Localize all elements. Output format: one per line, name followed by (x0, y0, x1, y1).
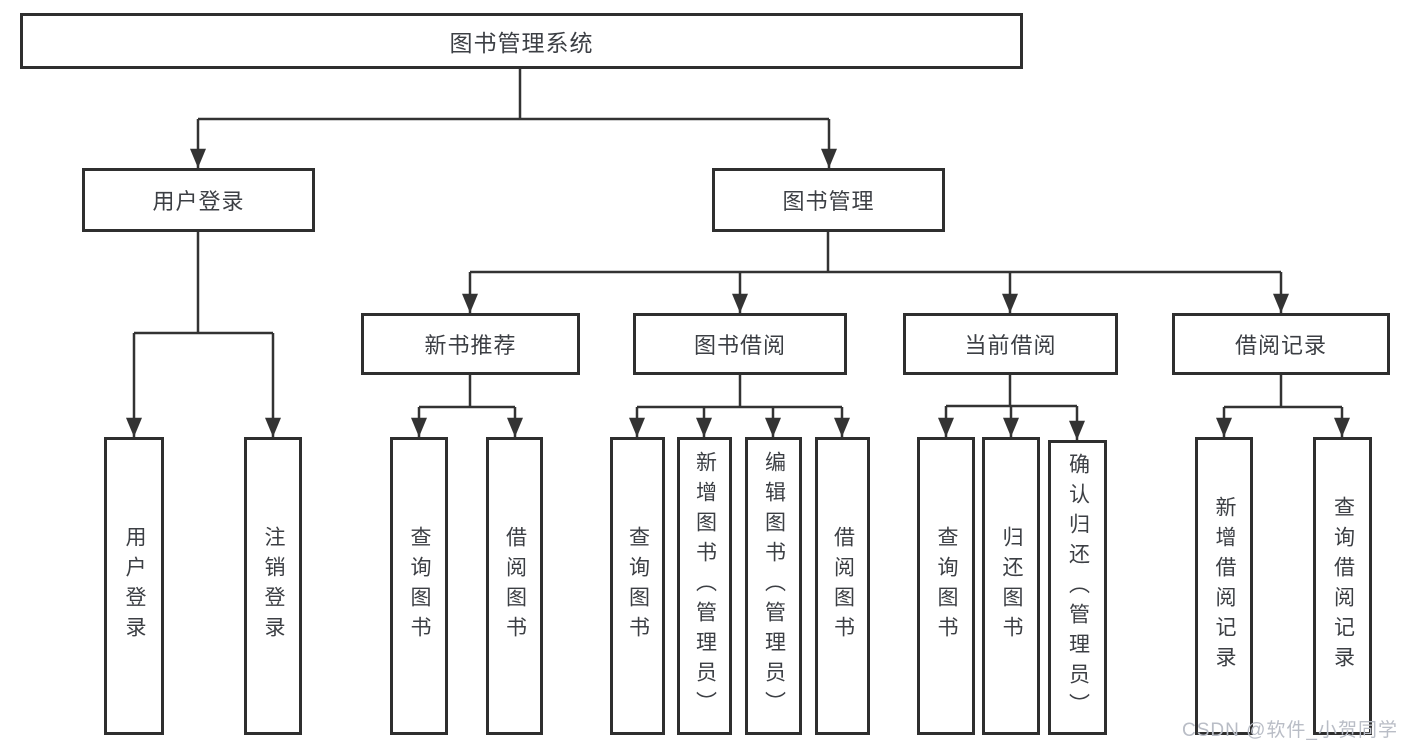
connector-user-login-rail (134, 232, 273, 335)
csdn-watermark: CSDN @软件_小贺同学 (1182, 720, 1398, 741)
leaf-borrow-books-2-label: 借阅图书 (831, 526, 855, 646)
leaf-edit-book-admin-label: 编辑图书（管理员） (762, 451, 786, 721)
leaf-query-borrow-record-label: 查询借阅记录 (1331, 496, 1355, 676)
leaf-query-books-2-label: 查询图书 (626, 526, 650, 646)
node-user-login: 用户登录 (82, 168, 315, 232)
leaf-return-books: 归还图书 (982, 437, 1040, 735)
leaf-return-books-label: 归还图书 (1000, 526, 1023, 646)
leaf-query-books-3-label: 查询图书 (935, 526, 958, 646)
leaf-add-borrow-record: 新增借阅记录 (1195, 437, 1253, 735)
leaf-edit-book-admin: 编辑图书（管理员） (745, 437, 802, 735)
node-root: 图书管理系统 (20, 13, 1023, 69)
leaf-user-login: 用户登录 (104, 437, 164, 735)
node-root-label: 图书管理系统 (449, 30, 594, 56)
leaf-confirm-return-admin: 确认归还（管理员） (1048, 440, 1107, 735)
leaf-add-book-admin: 新增图书（管理员） (677, 437, 732, 735)
node-user-login-label: 用户登录 (152, 189, 245, 214)
node-new-book-recommend: 新书推荐 (361, 313, 580, 375)
node-current-borrowing-label: 当前借阅 (964, 333, 1057, 358)
node-book-management-label: 图书管理 (782, 189, 875, 214)
leaf-query-borrow-record: 查询借阅记录 (1313, 437, 1372, 735)
leaf-borrow-books-1: 借阅图书 (486, 437, 543, 735)
node-borrowing-records: 借阅记录 (1172, 313, 1390, 375)
node-new-book-recommend-label: 新书推荐 (424, 333, 517, 358)
connector-new-book-rail (419, 375, 515, 409)
connector-borrowing-records-rail (1224, 375, 1342, 409)
node-borrowing-records-label: 借阅记录 (1234, 333, 1327, 358)
leaf-query-books-1-label: 查询图书 (408, 526, 431, 646)
connector-book-borrowing-rail (637, 375, 842, 409)
connector-root-rail (198, 69, 829, 121)
node-book-management: 图书管理 (712, 168, 945, 232)
connector-book-management-rail (470, 232, 1281, 274)
leaf-query-books-3: 查询图书 (917, 437, 975, 735)
leaf-query-books-1: 查询图书 (390, 437, 448, 735)
leaf-logout: 注销登录 (244, 437, 302, 735)
leaf-user-login-label: 用户登录 (123, 526, 146, 646)
leaf-logout-label: 注销登录 (262, 526, 285, 646)
leaf-borrow-books-1-label: 借阅图书 (503, 526, 527, 646)
leaf-query-books-2: 查询图书 (610, 437, 665, 735)
leaf-add-book-admin-label: 新增图书（管理员） (693, 451, 717, 721)
leaf-confirm-return-admin-label: 确认归还（管理员） (1066, 452, 1090, 723)
connector-current-borrowing-rail (946, 375, 1077, 408)
node-book-borrowing-label: 图书借阅 (693, 333, 786, 358)
leaf-add-borrow-record-label: 新增借阅记录 (1213, 496, 1236, 676)
leaf-borrow-books-2: 借阅图书 (815, 437, 870, 735)
node-current-borrowing: 当前借阅 (903, 313, 1118, 375)
node-book-borrowing: 图书借阅 (633, 313, 847, 375)
